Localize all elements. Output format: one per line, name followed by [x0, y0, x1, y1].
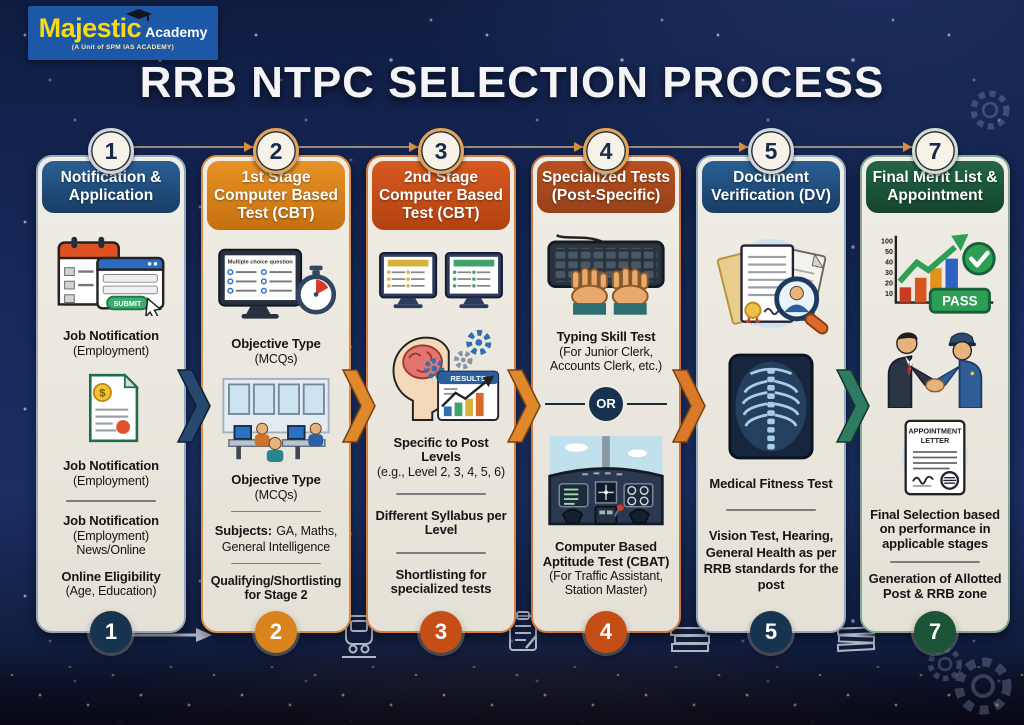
svg-text:20: 20 [885, 280, 893, 288]
step-card-document-verification: 5 Document Verification (DV) [696, 128, 846, 653]
application-form-icon: SUBMIT [57, 237, 165, 317]
text-block: Subjects: GA, Maths, General Intelligenc… [214, 522, 338, 554]
text-block: Online Eligibility (Age, Education) [61, 568, 161, 599]
svg-text:LETTER: LETTER [921, 436, 950, 445]
step-number-top: 7 [912, 128, 958, 174]
computer-lab-icon [222, 377, 330, 462]
step-number-top: 3 [418, 128, 464, 174]
divider [231, 562, 321, 565]
dual-monitors-icon [379, 251, 503, 308]
gear-icon [970, 90, 1010, 130]
step-number-bottom: 5 [750, 611, 792, 653]
divider [396, 493, 486, 495]
mcq-monitor-stopwatch-icon: Multiple choice question [218, 248, 337, 319]
text-block: Job Notification (Employment) [63, 328, 159, 358]
text-block: Qualifying/Shortlisting for Stage 2 [210, 573, 342, 602]
xray-icon [728, 353, 814, 460]
connector-arrow-icon [739, 142, 748, 152]
step-card-specialized-tests: 4 Specialized Tests (Post-Specific) Typi… [531, 128, 681, 653]
text-block: Medical Fitness Test [709, 476, 833, 492]
flow-arrow-icon [671, 369, 706, 443]
or-badge: OR [589, 386, 623, 421]
svg-text:30: 30 [885, 269, 893, 277]
step-number-bottom: 1 [90, 611, 132, 653]
step-card-second-stage-cbt: 3 2nd Stage Computer Based Test (CBT) [366, 128, 516, 653]
connector-arrow-icon [409, 142, 418, 152]
or-separator: OR [544, 386, 668, 421]
text-block: Generation of Allotted Post & RRB zone [868, 571, 1002, 601]
step-card-final-merit-appointment: 7 Final Merit List & Appointment 100 50 … [860, 128, 1010, 653]
svg-text:RESULTS: RESULTS [450, 374, 486, 383]
svg-text:100: 100 [881, 238, 893, 246]
salary-document-icon: $ [88, 373, 139, 443]
step-number-bottom: 4 [585, 611, 627, 653]
svg-text:50: 50 [885, 248, 893, 256]
city-lights-background [0, 645, 1024, 725]
step-number-top: 5 [748, 128, 794, 174]
svg-text:$: $ [99, 388, 106, 400]
brand-tagline: (A Unit of SPM IAS ACADEMY) [71, 43, 175, 51]
flow-arrow-icon [835, 369, 870, 443]
text-block: Computer Based Aptitude Test (CBAT) (For… [542, 539, 670, 598]
svg-text:10: 10 [885, 290, 893, 298]
brand-name: Majestic [38, 12, 142, 43]
appointment-letter-icon: APPOINTMENT LETTER [902, 420, 968, 496]
brain-gears-results-icon: RESULTS [392, 329, 500, 421]
svg-text:SUBMIT: SUBMIT [114, 299, 142, 308]
step-number-top: 1 [88, 128, 134, 174]
document-verification-icon [716, 239, 829, 335]
connector-arrow-icon [574, 142, 583, 152]
cockpit-simulator-icon [548, 436, 664, 526]
step-card-notification-application: 1 Notification & Application SUBMIT [36, 128, 186, 653]
text-block: Final Selection based on performance in … [870, 506, 1000, 552]
divider [66, 500, 156, 502]
handshake-icon [887, 332, 983, 408]
divider [890, 561, 980, 563]
gear-icon [954, 657, 1012, 715]
page-title: RRB NTPC SELECTION PROCESS [139, 58, 885, 107]
connector-arrow-icon [244, 142, 253, 152]
step-card-first-stage-cbt: 2 1st Stage Computer Based Test (CBT) Mu… [201, 128, 351, 653]
svg-text:PASS: PASS [942, 294, 977, 309]
flow-arrow-icon [341, 369, 376, 443]
step-number-top: 4 [583, 128, 629, 174]
flow-arrow-icon [176, 369, 211, 443]
svg-text:40: 40 [885, 259, 893, 267]
text-block: Typing Skill Test (For Junior Clerk, Acc… [549, 329, 663, 373]
divider [231, 510, 321, 513]
svg-text:Multiple choice question: Multiple choice question [228, 259, 294, 265]
text-block: Job Notification (Employment) News/Onlin… [63, 513, 159, 557]
text-block: Objective Type (MCQs) [231, 472, 321, 502]
svg-text:APPOINTMENT: APPOINTMENT [908, 427, 962, 436]
divider [396, 552, 486, 554]
step-number-bottom: 7 [914, 611, 956, 653]
typing-keyboard-icon [547, 234, 665, 316]
step-connector-line [111, 146, 935, 148]
brand-logo: Majestic Academy (A Unit of SPM IAS ACAD… [28, 6, 218, 60]
text-block: Job Notification (Employment) [63, 457, 159, 488]
step-number-bottom: 2 [255, 611, 297, 653]
text-block: Specific to Post Levels (e.g., Level 2, … [377, 434, 505, 479]
connector-arrow-icon [903, 142, 912, 152]
flow-arrow-icon [506, 369, 541, 443]
merit-chart-pass-icon: 100 50 40 30 20 10 PASS [881, 234, 996, 314]
text-block: Shortlisting for specialized tests [390, 566, 492, 597]
step-number-top: 2 [253, 128, 299, 174]
step-number-bottom: 3 [420, 611, 462, 653]
brand-suffix: Academy [145, 23, 208, 40]
text-block: Different Syllabus per Level [375, 507, 507, 538]
text-block: Objective Type (MCQs) [231, 336, 321, 366]
text-block: Vision Test, Hearing, General Health as … [703, 528, 839, 593]
divider [726, 509, 816, 511]
graduation-cap-icon [126, 9, 152, 21]
